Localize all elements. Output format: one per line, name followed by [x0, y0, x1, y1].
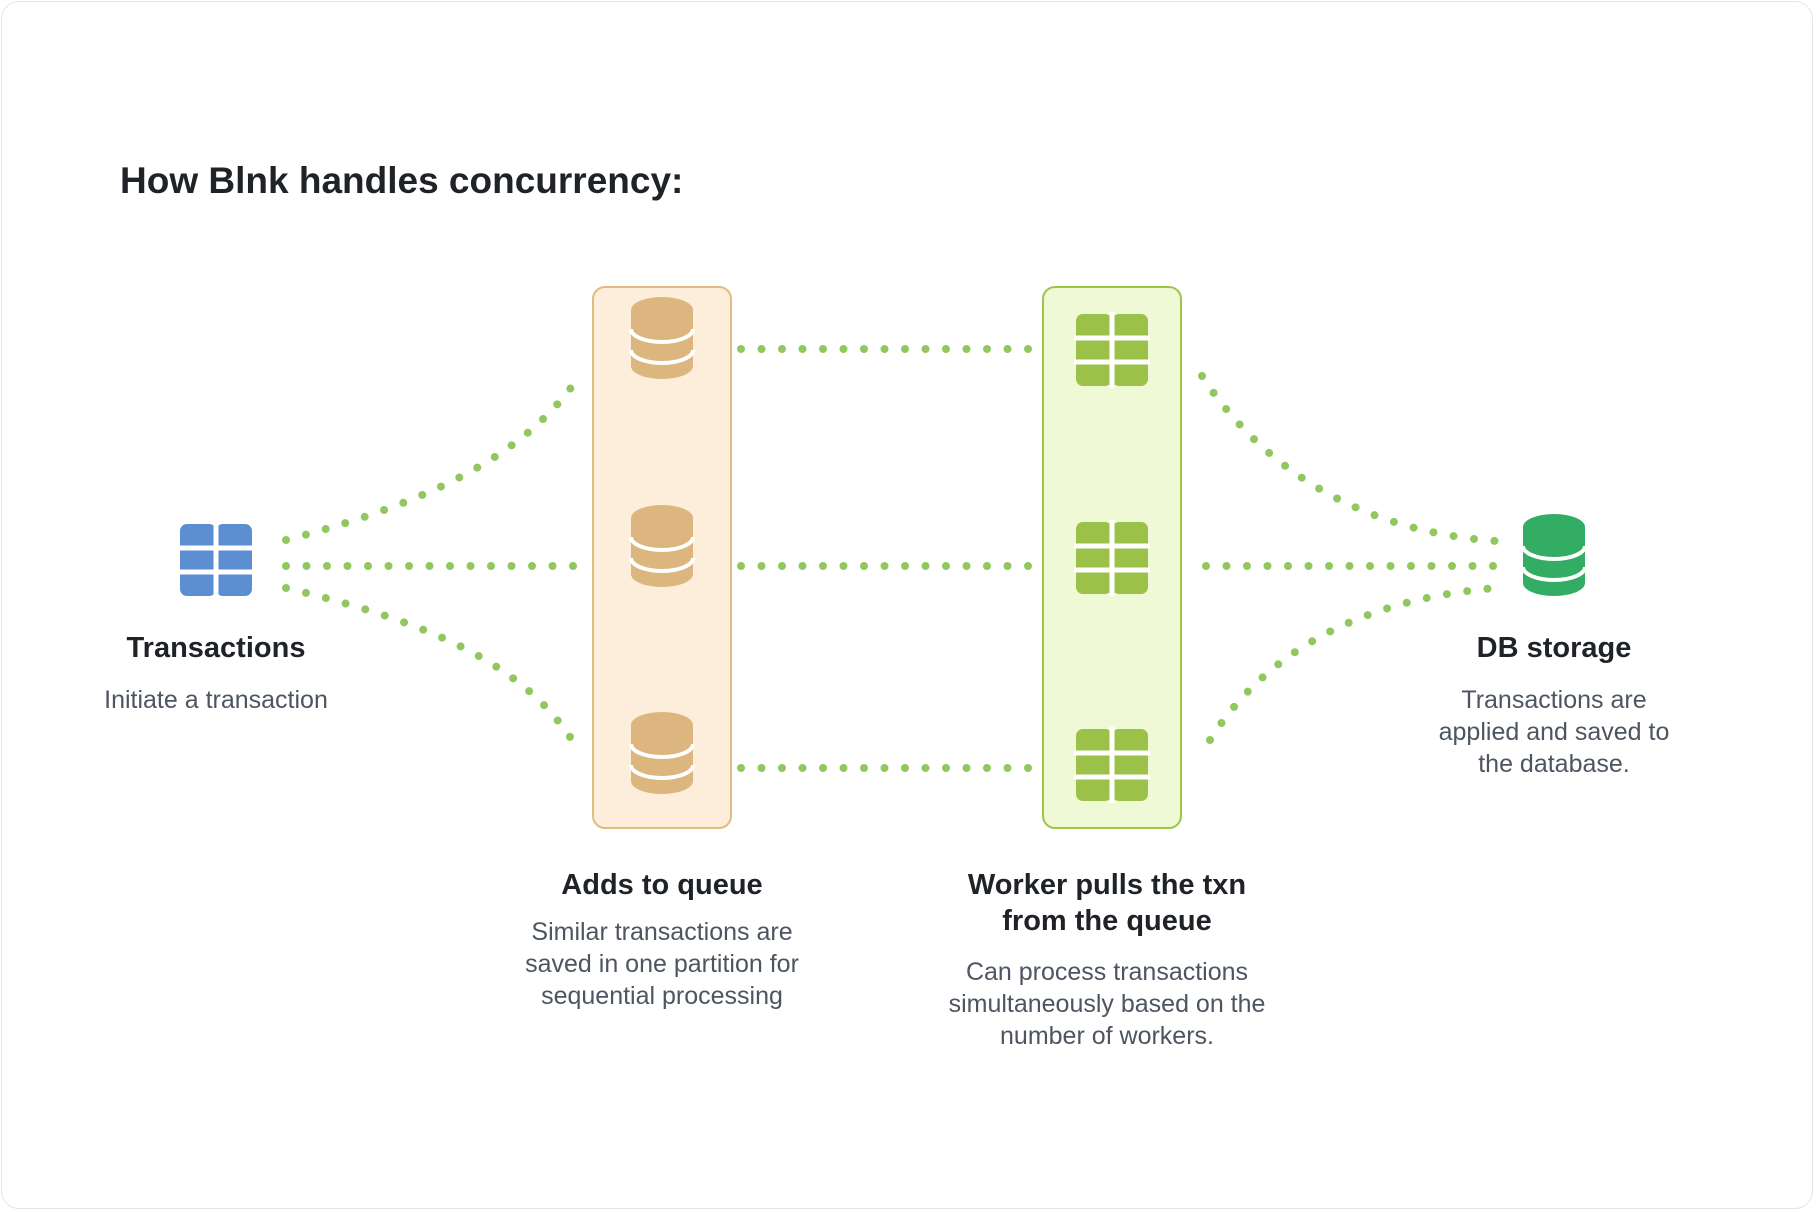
- connector-worker-db-bottom: [1206, 584, 1500, 744]
- connector-tx-queue-top: [282, 371, 584, 544]
- storage-label: DB storage: [1476, 632, 1632, 664]
- queue-database-icon: [629, 710, 695, 796]
- diagram-title: How Blnk handles concurrency:: [120, 160, 684, 201]
- worker-label: Worker pulls the txn from the queue: [967, 869, 1247, 937]
- worker-description: Can process transactions simultaneously …: [948, 958, 1266, 1050]
- queue-database-icon: [629, 503, 695, 589]
- transactions-label: Transactions: [126, 632, 306, 664]
- worker-grid-icon: [1074, 727, 1150, 803]
- connector-worker-db-top: [1198, 372, 1500, 545]
- transactions-icon: [178, 522, 254, 598]
- connectors: [282, 345, 1500, 772]
- db-storage-icon: [1521, 512, 1587, 598]
- queue-database-icon: [629, 295, 695, 381]
- storage-description: Transactions are applied and saved to th…: [1438, 686, 1670, 778]
- worker-grid-icon: [1074, 520, 1150, 596]
- transactions-description: Initiate a transaction: [104, 686, 328, 714]
- worker-grid-icon: [1074, 312, 1150, 388]
- queue-label: Adds to queue: [561, 869, 763, 901]
- connector-tx-queue-bottom: [282, 584, 576, 744]
- queue-description: Similar transactions are saved in one pa…: [525, 918, 799, 1010]
